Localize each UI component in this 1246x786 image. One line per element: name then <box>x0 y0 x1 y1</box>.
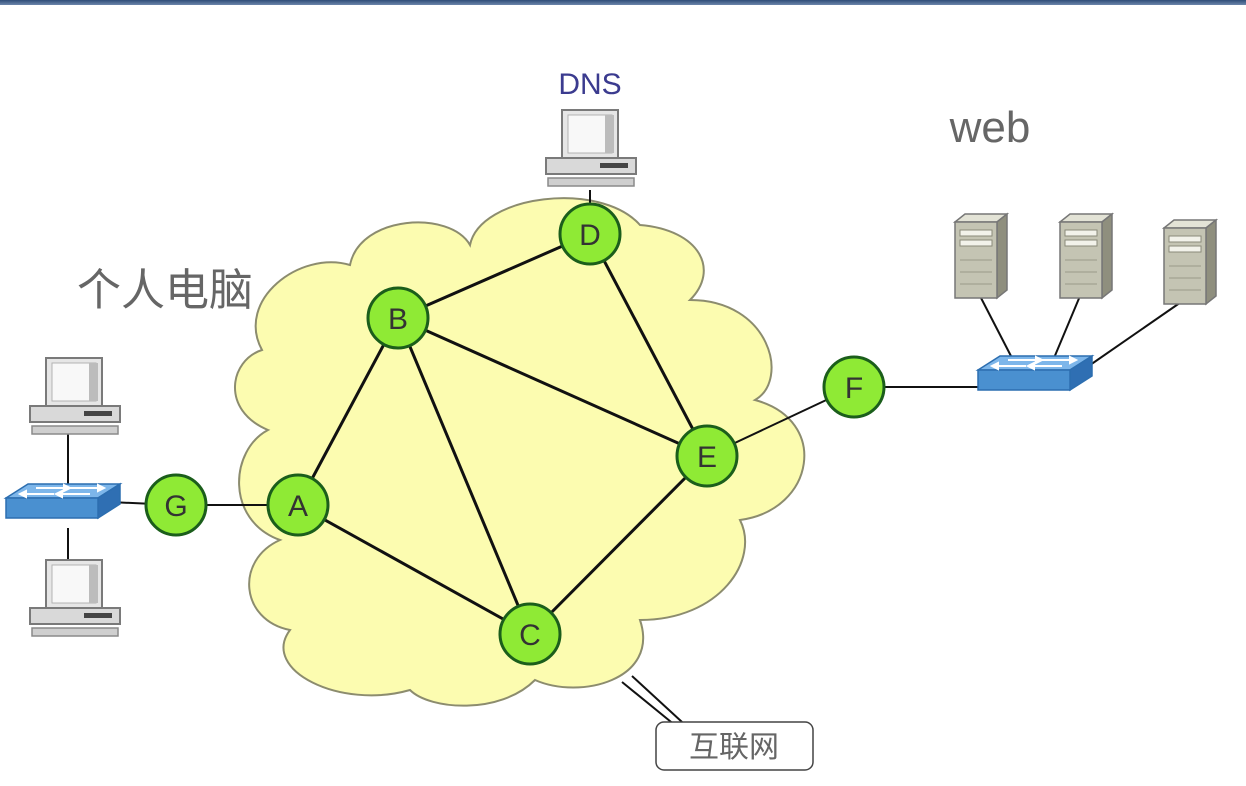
internet-label-box: 互联网 <box>655 721 814 771</box>
desktop-computer-icon <box>29 559 121 637</box>
router-node-b: B <box>366 286 430 350</box>
node-label: C <box>519 619 541 652</box>
node-label: B <box>388 303 408 336</box>
edge-b-e <box>397 316 708 458</box>
tower-server-icon <box>954 213 1008 299</box>
dns-label: DNS <box>558 68 621 101</box>
web-label: web <box>949 103 1031 152</box>
edge-b-a <box>296 317 400 506</box>
tower-server-icon <box>1163 219 1217 305</box>
link-server3-switch <box>1079 299 1185 373</box>
desktop-computer-icon <box>29 357 121 435</box>
link-server1-switch <box>979 295 1013 359</box>
edge-b-c <box>396 317 532 635</box>
node-label: F <box>845 372 863 405</box>
callout-line <box>621 681 677 727</box>
edge-d-b <box>397 232 591 320</box>
callout-line <box>631 675 683 723</box>
edge-d-e <box>588 233 709 457</box>
edge-a-c <box>297 503 531 636</box>
node-label: E <box>697 441 717 474</box>
router-node-g: G <box>144 473 208 537</box>
link-server2-switch <box>1053 295 1081 359</box>
router-node-d: D <box>558 202 622 266</box>
internet-label: 互联网 <box>689 731 779 764</box>
top-border <box>0 0 1246 5</box>
router-node-e: E <box>675 424 739 488</box>
router-node-f: F <box>822 355 886 419</box>
edge-c-e <box>528 454 709 636</box>
desktop-computer-icon <box>545 109 637 187</box>
network-switch-icon <box>5 483 121 519</box>
node-label: A <box>288 490 308 523</box>
router-node-a: A <box>266 473 330 537</box>
node-label: D <box>579 219 601 252</box>
router-node-c: C <box>498 602 562 666</box>
node-label: G <box>164 490 187 523</box>
network-switch-icon <box>977 355 1093 391</box>
pc-label: 个人电脑 <box>77 266 253 315</box>
tower-server-icon <box>1059 213 1113 299</box>
